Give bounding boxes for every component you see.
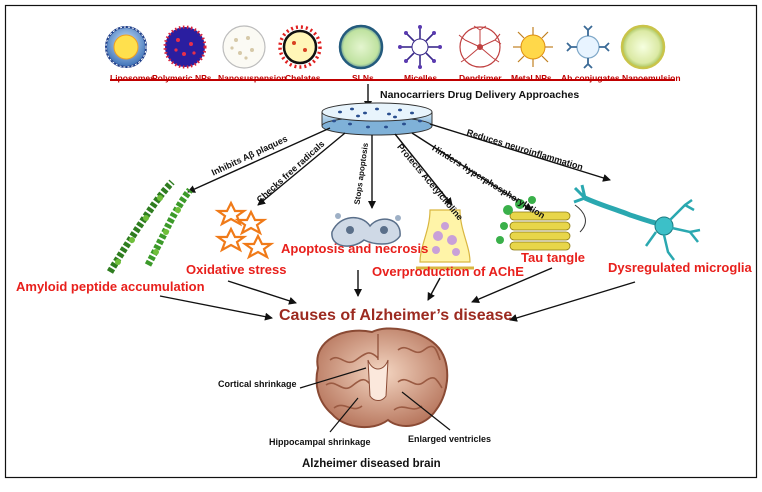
label-hippocampal-shrinkage: Hippocampal shrinkage <box>269 437 371 447</box>
approach-title: Nanocarriers Drug Delivery Approaches <box>380 89 580 101</box>
chelate-icon <box>278 25 322 69</box>
arrow-protects <box>394 133 453 206</box>
label-polymeric-nps: Polymeric NPs <box>152 73 212 83</box>
label-micelles: Micelles <box>404 73 438 83</box>
cause-arrows <box>159 267 636 322</box>
dendrimer-icon <box>458 25 502 68</box>
label-metal-nps: Metal NPs <box>511 73 552 83</box>
cause-microglia: Dysregulated microglia <box>608 260 752 275</box>
liposome-icon <box>105 26 147 68</box>
cause-tau: Tau tangle <box>521 250 586 265</box>
cause-ache: Overproduction of AChE <box>372 264 524 279</box>
label-chelates: Chelates <box>285 73 321 83</box>
label-liposomes: Liposomes <box>110 73 155 83</box>
polymeric-np-icon <box>163 25 207 69</box>
nanoemulsion-icon <box>620 24 666 70</box>
arrow-reduces <box>429 123 611 182</box>
outer-frame <box>4 4 758 479</box>
label-cortical-shrinkage: Cortical shrinkage <box>218 379 297 389</box>
action-arrows <box>187 123 611 211</box>
label-ab-conjugates: Ab conjugates <box>561 73 620 83</box>
amyloid-fibril-icon <box>106 179 193 274</box>
microglia-icon <box>573 184 701 261</box>
brain-pointers <box>299 367 451 433</box>
sln-icon <box>338 24 384 70</box>
label-nanoemulsion: Nanoemulsion <box>622 73 681 83</box>
label-nanosuspension: Nanosuspension <box>218 73 287 83</box>
apoptosis-cell-icon <box>331 213 401 247</box>
micelle-icon <box>398 25 442 69</box>
brain-caption: Alzheimer diseased brain <box>302 458 441 470</box>
metal-np-icon <box>513 27 553 67</box>
label-enlarged-ventricles: Enlarged ventricles <box>408 434 492 444</box>
cause-amyloid: Amyloid peptide accumulation <box>16 279 205 294</box>
cause-apoptosis: Apoptosis and necrosis <box>281 241 429 256</box>
arrow-inhibits <box>187 127 331 193</box>
tau-tangle-icon <box>496 196 586 251</box>
label-slns: SLNs <box>352 73 374 83</box>
label-dendrimer: Dendrimer <box>459 73 502 83</box>
ab-conjugate-icon <box>566 25 610 69</box>
arrow-checks <box>257 132 346 206</box>
oxidative-stars-icon <box>214 200 275 260</box>
nanocarrier-disk-icon <box>321 102 433 136</box>
central-title: Causes of Alzheimer’s disease <box>279 307 513 324</box>
arrow-hinders <box>411 132 533 211</box>
synapse-ache-icon <box>416 209 474 270</box>
nanosuspension-icon <box>222 25 266 69</box>
cause-oxidative: Oxidative stress <box>186 262 287 277</box>
